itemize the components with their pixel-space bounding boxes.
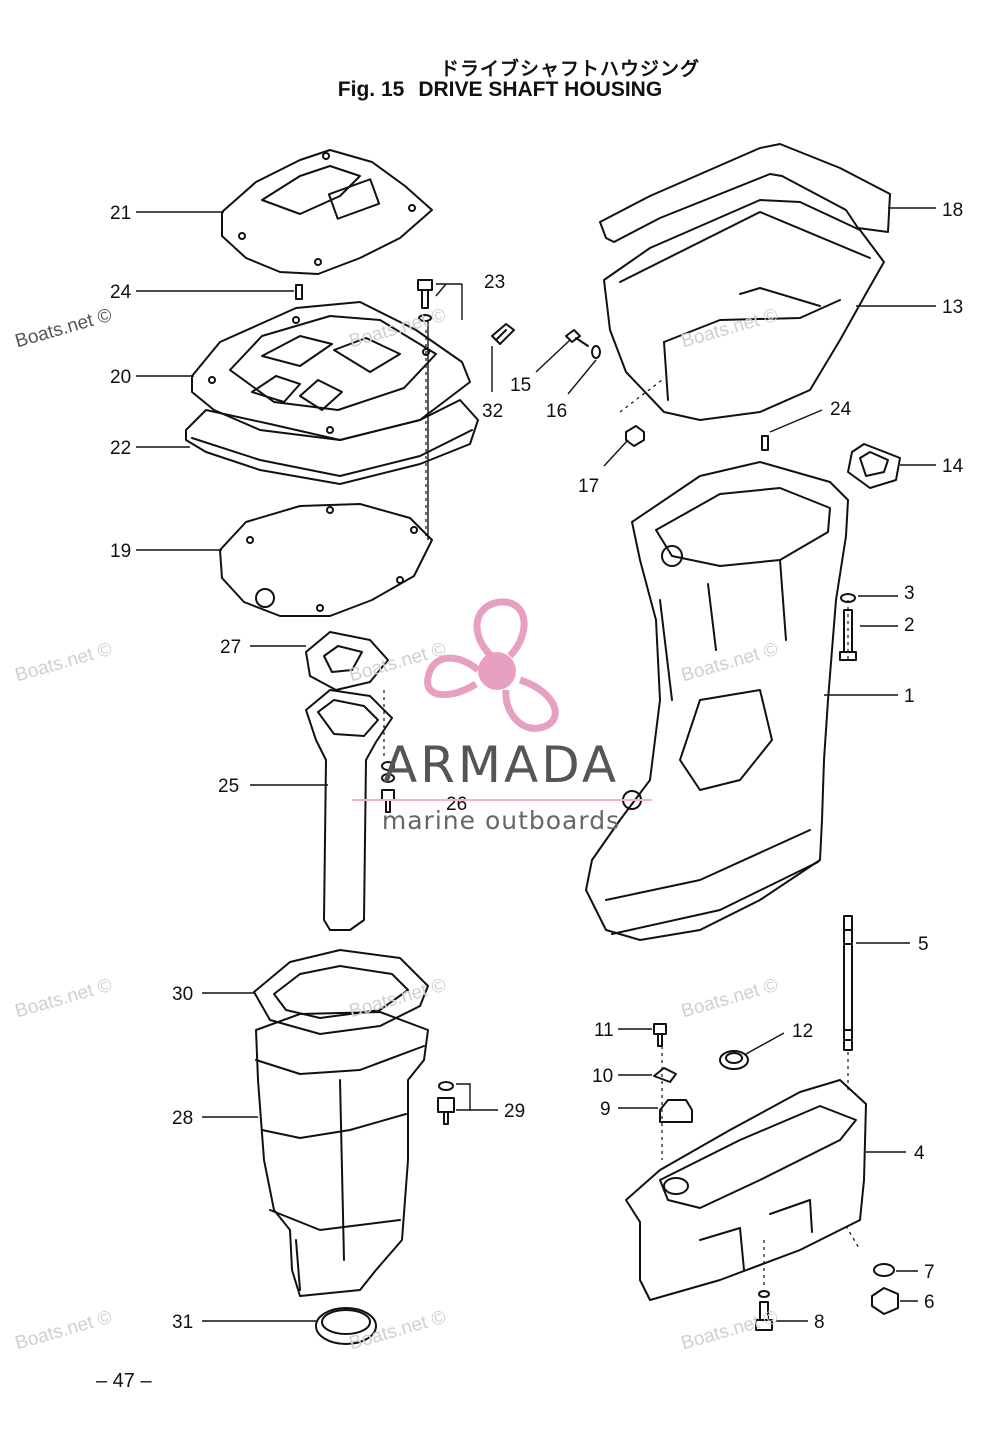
figure-title: Fig. 15 DRIVE SHAFT HOUSING (0, 78, 1000, 102)
callout-label-8: 8 (814, 1312, 825, 1333)
armada-propeller-logo (424, 598, 559, 732)
callout-label-20: 20 (110, 367, 131, 388)
part-32-plug (491, 323, 515, 345)
callout-label-28: 28 (172, 1108, 193, 1129)
part-9-cap (659, 1099, 693, 1123)
figure-name: DRIVE SHAFT HOUSING (418, 78, 663, 101)
callout-label-7: 7 (924, 1262, 935, 1283)
part-21-gasket (221, 149, 433, 275)
callout-label-32: 32 (482, 401, 503, 422)
callout-label-21: 21 (110, 203, 131, 224)
part-24-dowel-pin-right (761, 435, 769, 451)
callout-label-18: 18 (942, 200, 963, 221)
part-28-exhaust-housing (255, 1011, 429, 1297)
part-12-seal (719, 1050, 749, 1070)
callout-label-10: 10 (592, 1066, 613, 1087)
part-29-bolt (437, 1081, 455, 1125)
part-1-drive-shaft-housing (585, 461, 849, 941)
callout-label-16: 16 (546, 401, 567, 422)
part-31-seal-ring (315, 1307, 377, 1345)
part-10-clip (653, 1067, 677, 1083)
callout-label-13: 13 (942, 297, 963, 318)
figure-number: Fig. 15 (337, 78, 405, 101)
part-11-bolt (653, 1023, 667, 1047)
callout-label-27: 27 (220, 637, 241, 658)
callout-label-14: 14 (942, 456, 964, 477)
part-5-stud-bolt (843, 915, 853, 1051)
callout-label-24b: 24 (830, 399, 852, 420)
part-2-bolt (839, 609, 857, 661)
part-23-bolt (417, 279, 433, 322)
callout-label-29: 29 (504, 1101, 525, 1122)
callout-label-19: 19 (110, 541, 131, 562)
title-japanese: ドライブシャフトハウジング (439, 58, 700, 80)
part-16-washer (591, 345, 601, 359)
brand-divider (352, 799, 652, 801)
part-30-gasket (253, 949, 429, 1035)
callout-label-30: 30 (172, 984, 193, 1005)
callout-label-9: 9 (600, 1099, 611, 1120)
page-number: – 47 – (96, 1370, 152, 1392)
part-27-gasket (305, 631, 389, 691)
callout-label-17: 17 (578, 476, 599, 497)
callout-label-1: 1 (904, 686, 915, 707)
part-6-nut (871, 1287, 899, 1315)
part-8-bolt (755, 1290, 773, 1331)
callout-label-22: 22 (110, 438, 131, 459)
callout-label-2: 2 (904, 615, 915, 636)
part-13-bottom-cowling (603, 199, 885, 421)
armada-brand-name: ARMADA (382, 736, 620, 794)
callout-label-23: 23 (484, 272, 505, 293)
callout-label-6: 6 (924, 1292, 935, 1313)
callout-label-12: 12 (792, 1021, 813, 1042)
callout-label-15: 15 (510, 375, 531, 396)
callout-label-11: 11 (594, 1020, 614, 1041)
armada-brand-tagline: marine outboards (381, 806, 621, 835)
part-18-rim-strip (599, 143, 891, 243)
callout-label-25: 25 (218, 776, 239, 797)
callout-label-3: 3 (904, 583, 915, 604)
part-17-nut (625, 425, 645, 447)
part-22-seal (185, 399, 479, 485)
part-14-grommet (847, 443, 901, 489)
part-25-exhaust-tube (305, 689, 393, 931)
part-4-spacer (625, 1079, 867, 1301)
part-7-washer (873, 1263, 895, 1277)
part-19-gasket (219, 503, 433, 617)
callout-label-5: 5 (918, 934, 929, 955)
part-20-adapter-plate (191, 301, 471, 441)
callout-label-31: 31 (172, 1312, 193, 1333)
part-24-dowel-pin (295, 284, 303, 300)
callout-label-24a: 24 (110, 282, 132, 303)
part-15-bolt (565, 329, 589, 347)
callout-label-4: 4 (914, 1143, 925, 1164)
